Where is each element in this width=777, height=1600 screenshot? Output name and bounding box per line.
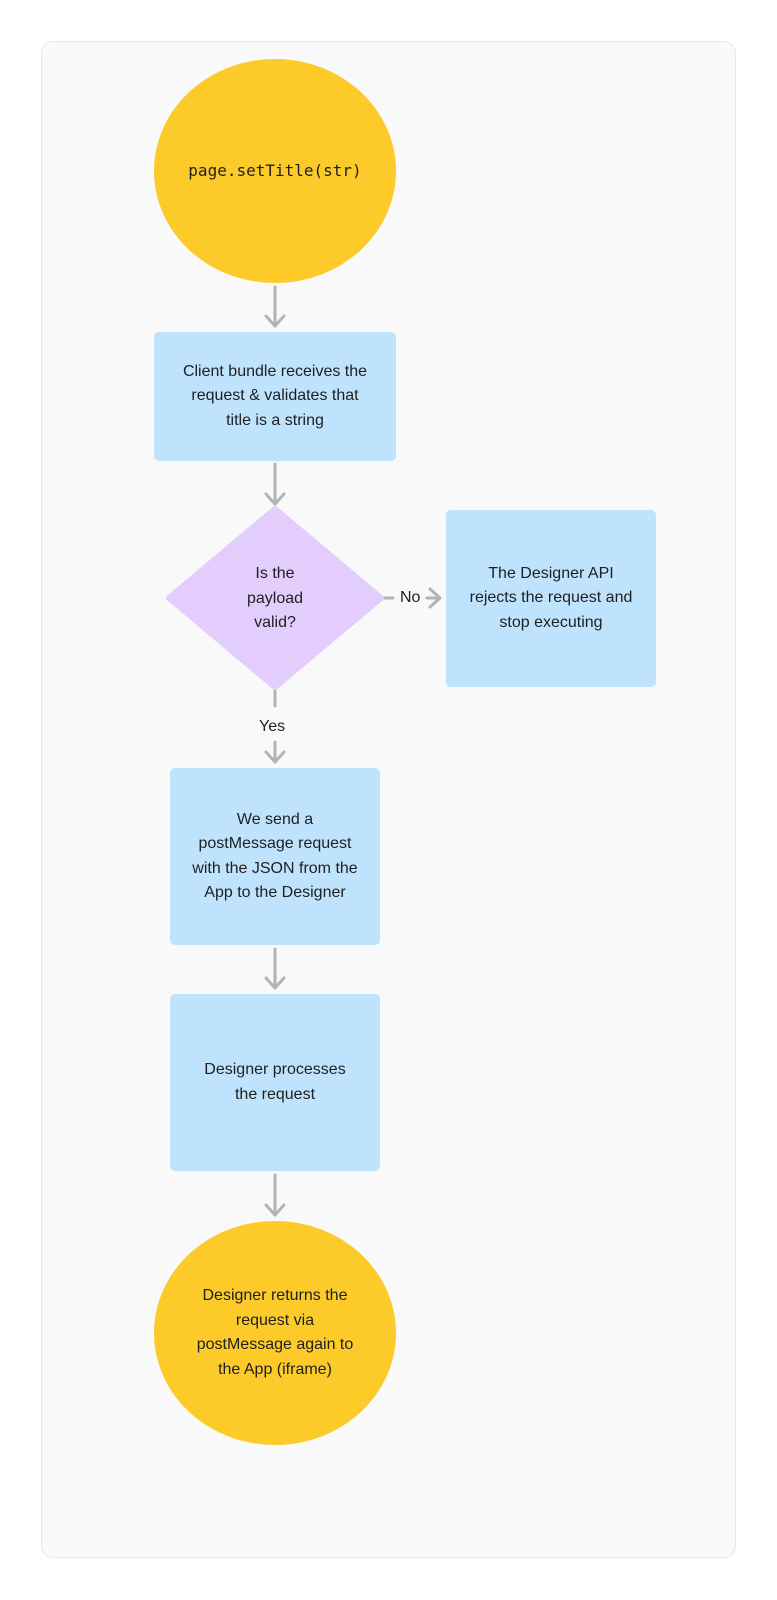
- yes-edge-label: Yes: [259, 718, 286, 735]
- end-node: Designer returns the request via postMes…: [154, 1221, 396, 1445]
- arrowhead: [428, 587, 442, 609]
- end-node-label: Designer returns the request via postMes…: [196, 1287, 354, 1378]
- arrowhead: [264, 976, 286, 990]
- decision-node: Is the payload valid?: [194, 540, 356, 658]
- arrowhead: [264, 492, 286, 506]
- send-node: We send a postMessage request with the J…: [170, 768, 380, 945]
- decision-node-label: Is the payload valid?: [246, 565, 304, 632]
- no-edge-label: No: [400, 589, 421, 606]
- decision-diamond: [166, 506, 384, 690]
- start-node: page.setTitle(str): [154, 59, 396, 283]
- process-node: Designer processes the request: [170, 994, 380, 1171]
- reject-node-label: The Designer API rejects the request and…: [469, 564, 633, 631]
- reject-node: The Designer API rejects the request and…: [446, 510, 656, 687]
- send-node-label: We send a postMessage request with the J…: [192, 810, 358, 902]
- start-node-label: page.setTitle(str): [188, 160, 362, 180]
- arrowhead: [264, 750, 286, 764]
- arrowhead: [264, 1203, 286, 1217]
- process-node-label: Designer processes the request: [204, 1061, 346, 1103]
- arrowhead: [264, 314, 286, 328]
- validate-node: Client bundle receives the request & val…: [154, 332, 396, 461]
- validate-node-label: Client bundle receives the request & val…: [182, 362, 368, 429]
